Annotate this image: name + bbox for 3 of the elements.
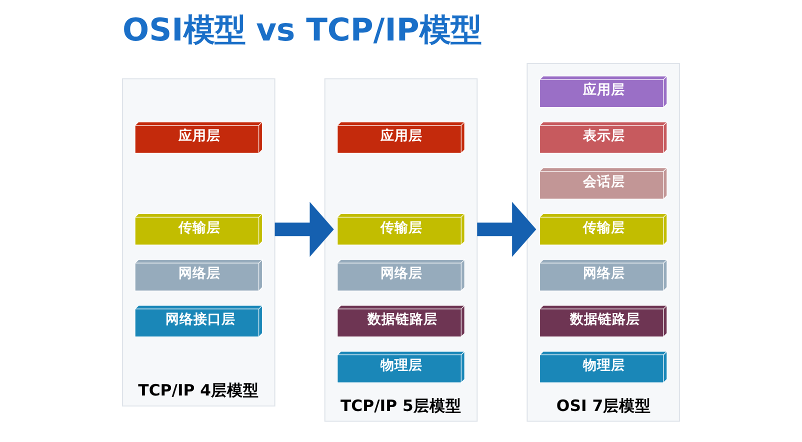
arrow	[274, 202, 334, 257]
arrow	[477, 202, 536, 257]
diagram-title: OSI模型 vs TCP/IP模型	[122, 12, 482, 49]
